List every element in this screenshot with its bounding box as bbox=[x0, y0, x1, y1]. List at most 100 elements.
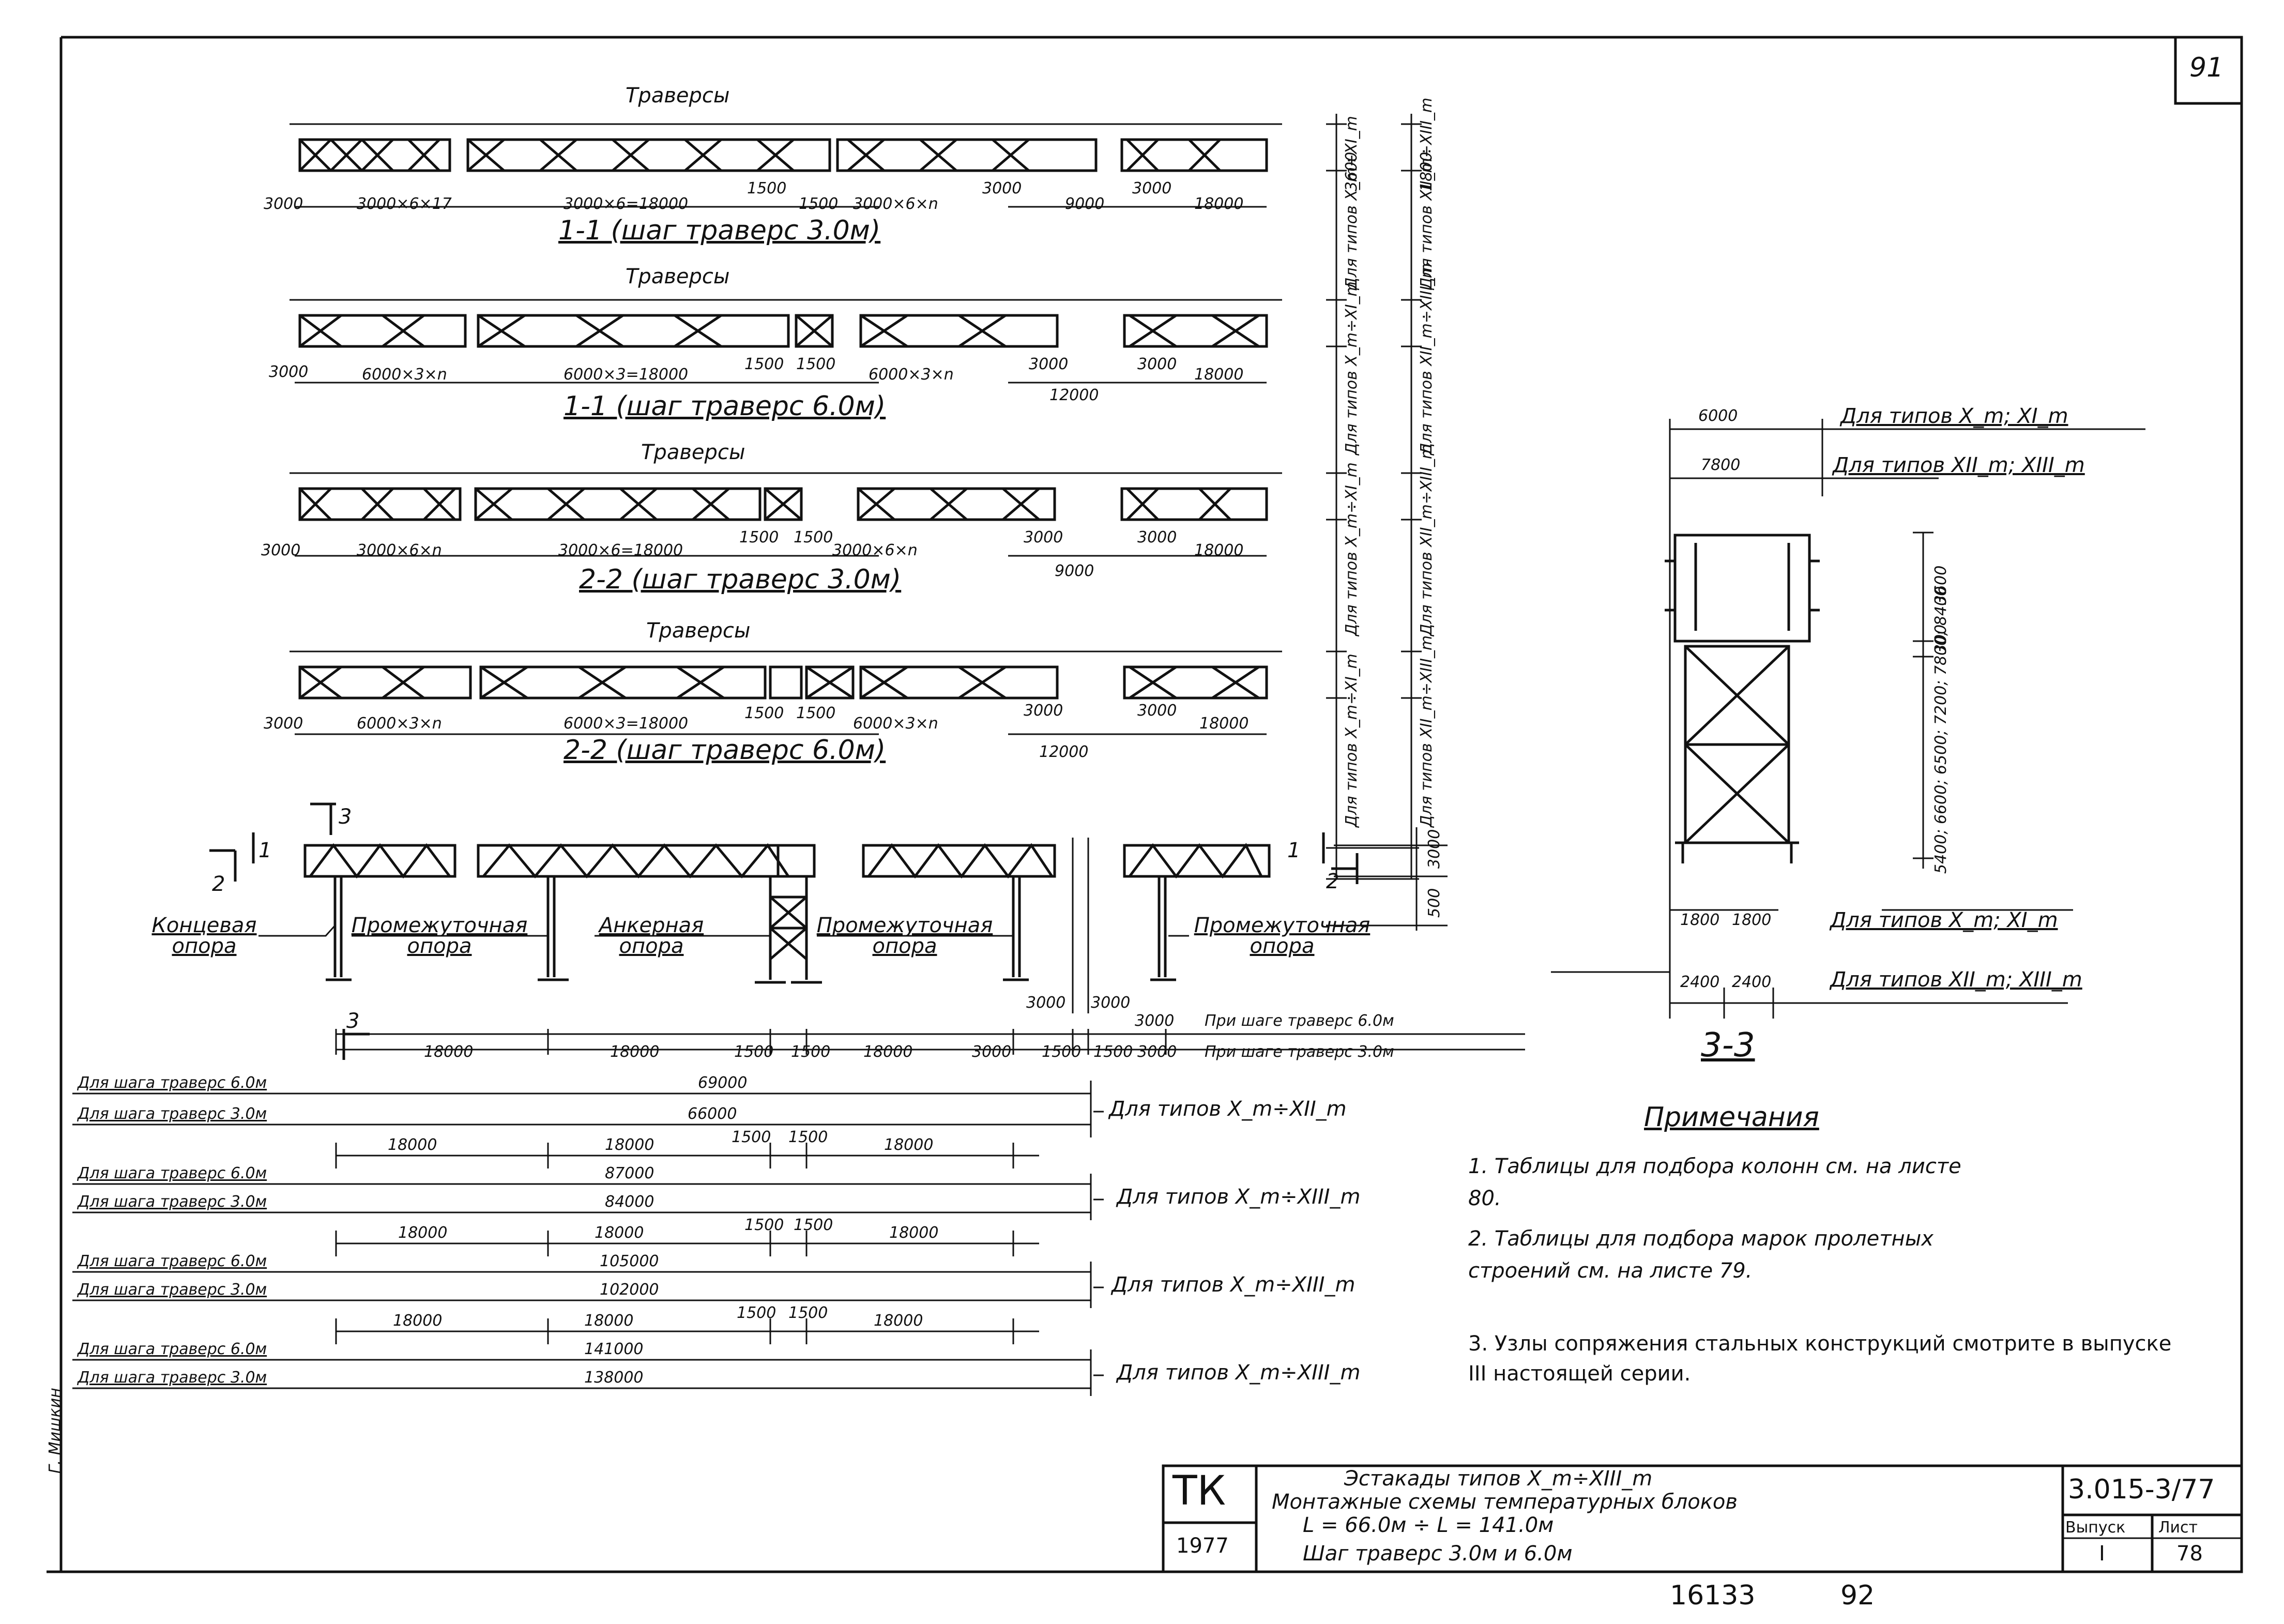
issue-value: I bbox=[2099, 1542, 2105, 1566]
title-line-2: Монтажные схемы температурных блоков bbox=[1272, 1490, 1738, 1514]
dim: 1500 bbox=[734, 1043, 774, 1061]
dim: 6000×3×n bbox=[362, 366, 447, 384]
side-types: Для типов X_m÷XI_m bbox=[1343, 654, 1361, 827]
seg: 18000 bbox=[584, 1312, 634, 1330]
length-total-6m: 69000 bbox=[698, 1074, 748, 1092]
dim: 3000 bbox=[1132, 179, 1172, 198]
seg: 18000 bbox=[398, 1224, 448, 1242]
seg: 18000 bbox=[605, 1136, 654, 1154]
sheet-frame bbox=[47, 36, 2243, 1573]
seg: 18000 bbox=[595, 1224, 644, 1242]
dim-note: При шаге траверс 3.0м bbox=[1205, 1043, 1394, 1061]
dim: 3000 bbox=[982, 179, 1022, 198]
dim: 18000 bbox=[1194, 366, 1244, 384]
seg: 18000 bbox=[874, 1312, 923, 1330]
dim: 6000×3×n bbox=[869, 366, 954, 384]
dim: 18000 bbox=[1194, 195, 1244, 213]
truss-title-3: Траверсы bbox=[641, 441, 745, 464]
dim: 3000 bbox=[1135, 1012, 1175, 1030]
footer-number: 92 bbox=[1840, 1580, 1875, 1611]
dim: 18000 bbox=[610, 1043, 660, 1061]
section-markers bbox=[209, 802, 1359, 1060]
types-label: Для типов XII_m; XIII_m bbox=[1830, 968, 2082, 992]
dim: 1500 bbox=[1042, 1043, 1082, 1061]
length-types: Для типов X_m÷XIII_m bbox=[1111, 1273, 1356, 1297]
dim: 1500 bbox=[1093, 1043, 1133, 1061]
section-mark: 3 bbox=[339, 805, 352, 829]
truss-strip-1 bbox=[290, 123, 1282, 208]
dim: 18000 bbox=[863, 1043, 913, 1061]
section-label-2: 1-1 (шаг траверс 6.0м) bbox=[564, 391, 886, 422]
length-total-6m: 105000 bbox=[600, 1252, 659, 1270]
seg: 1500 bbox=[788, 1128, 828, 1146]
dim: 1500 bbox=[794, 528, 833, 547]
side-types: Для типов X_m÷XI_m bbox=[1343, 462, 1361, 636]
dim: 18000 bbox=[1199, 715, 1249, 733]
year: 1977 bbox=[1176, 1534, 1229, 1558]
length-label-6m: Для шага траверс 6.0м bbox=[78, 1164, 267, 1182]
dim: 3000 bbox=[264, 195, 303, 213]
seg: 18000 bbox=[388, 1136, 437, 1154]
dim: 18000 bbox=[424, 1043, 474, 1061]
dim: 3000×6×n bbox=[853, 195, 938, 213]
support-label: Концевая опора bbox=[151, 914, 257, 958]
dim: 3000×6×n bbox=[357, 541, 442, 559]
note-1: 1. Таблицы для подбора колонн см. на лис… bbox=[1468, 1155, 1961, 1210]
support-leaders bbox=[258, 924, 1189, 937]
dim: 3000 bbox=[1024, 702, 1063, 720]
dim: 3000 bbox=[1137, 355, 1177, 373]
dim: 9000 bbox=[1065, 195, 1105, 213]
dim: 1800 bbox=[1680, 911, 1720, 929]
note-2: 2. Таблицы для подбора марок пролетных с… bbox=[1468, 1227, 1933, 1283]
sheet-number-box bbox=[2174, 36, 2243, 105]
sheet-label: Лист bbox=[2158, 1519, 2198, 1537]
section-mark: 1 bbox=[258, 839, 272, 862]
seg: 18000 bbox=[884, 1136, 934, 1154]
title-line-4: Шаг траверс 3.0м и 6.0м bbox=[1303, 1542, 1573, 1566]
footer-number: 16133 bbox=[1670, 1580, 1756, 1611]
dim: 18000 bbox=[1194, 541, 1244, 559]
length-total-3m: 66000 bbox=[688, 1105, 737, 1123]
side-types: Для типов XII_m÷XIII_m bbox=[1418, 444, 1436, 636]
types-label: Для типов XII_m; XIII_m bbox=[1833, 453, 2085, 477]
dim: 3000 bbox=[972, 1043, 1012, 1061]
height-dim: 500 bbox=[1425, 888, 1443, 918]
dim: 1500 bbox=[744, 704, 784, 722]
section-label-4: 2-2 (шаг траверс 6.0м) bbox=[564, 735, 886, 766]
dim: 1500 bbox=[796, 355, 836, 373]
seg: 1500 bbox=[732, 1128, 771, 1146]
dim: 6000×3=18000 bbox=[564, 366, 689, 384]
length-label-6m: Для шага траверс 6.0м bbox=[78, 1252, 267, 1270]
truss-strip-2 bbox=[290, 299, 1282, 384]
dim: 3000 bbox=[1091, 994, 1131, 1012]
length-types: Для типов X_m÷XII_m bbox=[1109, 1097, 1347, 1121]
dim: 1500 bbox=[799, 195, 839, 213]
side-types: Для типов XII_m÷XIII_m bbox=[1418, 635, 1436, 827]
types-label: Для типов X_m; XI_m bbox=[1840, 404, 2068, 428]
dim: 1500 bbox=[744, 355, 784, 373]
length-total-6m: 141000 bbox=[584, 1340, 644, 1358]
dim-note: При шаге траверс 6.0м bbox=[1205, 1012, 1394, 1030]
section-mark: 1 bbox=[1287, 839, 1301, 862]
seg: 1500 bbox=[788, 1304, 828, 1322]
length-types: Для типов X_m÷XIII_m bbox=[1117, 1185, 1361, 1209]
title-line-3: L = 66.0м ÷ L = 141.0м bbox=[1303, 1513, 1554, 1537]
dim: 12000 bbox=[1049, 386, 1099, 404]
dim: 6000×3=18000 bbox=[564, 715, 689, 733]
dim: 3000 bbox=[1024, 528, 1063, 547]
dim: 3000 bbox=[1026, 994, 1066, 1012]
notes-title: Примечания bbox=[1644, 1102, 1819, 1133]
dim: 3000 bbox=[1137, 528, 1177, 547]
dim: 1500 bbox=[739, 528, 779, 547]
issue-label: Выпуск bbox=[2065, 1519, 2126, 1537]
seg: 18000 bbox=[393, 1312, 443, 1330]
length-label-6m: Для шага траверс 6.0м bbox=[78, 1340, 267, 1358]
length-label-6m: Для шага траверс 6.0м bbox=[78, 1074, 267, 1092]
margin-signature: Г. Мишкин bbox=[46, 1388, 64, 1474]
height-dim: 3000 bbox=[1425, 829, 1443, 869]
section-label-1: 1-1 (шаг траверс 3.0м) bbox=[558, 215, 881, 246]
sheet-page-number: 91 bbox=[2189, 52, 2224, 83]
truss-title-2: Траверсы bbox=[626, 265, 730, 289]
length-types: Для типов X_m÷XIII_m bbox=[1117, 1361, 1361, 1385]
side-types: Для типов X_m÷XI_m bbox=[1343, 116, 1361, 290]
